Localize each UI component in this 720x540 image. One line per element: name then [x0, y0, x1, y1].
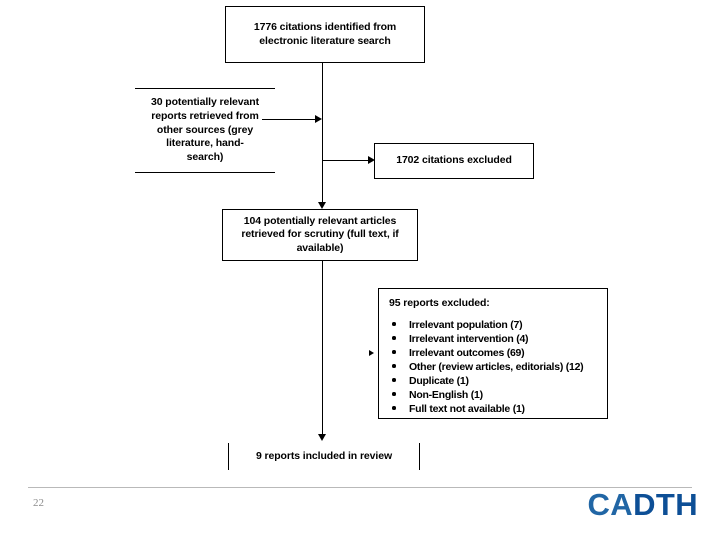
arrowhead-down-to-included [318, 434, 326, 441]
grey-literature-line-5: search) [186, 150, 224, 163]
bullet-icon [392, 322, 396, 326]
reason-label: Non-English (1) [409, 389, 483, 402]
bullet-icon [392, 406, 396, 410]
identification-line-2: electronic literature search [259, 34, 391, 47]
reason-label: Duplicate (1) [409, 375, 469, 388]
bullet-icon [392, 392, 396, 396]
bullet-icon [392, 364, 396, 368]
citations-excluded-text: 1702 citations excluded [396, 154, 512, 167]
list-item: Irrelevant intervention (4) [389, 332, 598, 346]
cadth-logo: CADTH [588, 487, 699, 523]
cadth-logo-part-b: DTH [633, 487, 698, 522]
grey-literature-line-2: reports retrieved from [151, 110, 259, 123]
reports-excluded-reason-list: Irrelevant population (7) Irrelevant int… [389, 318, 598, 416]
list-item: Other (review articles, editorials) (12) [389, 360, 598, 374]
flowchart-box-citations-excluded: 1702 citations excluded [374, 143, 534, 179]
identification-line-1: 1776 citations identified from [253, 20, 397, 33]
reason-label: Irrelevant outcomes (69) [409, 347, 525, 360]
list-item: Non-English (1) [389, 388, 598, 402]
flowchart-box-included: 9 reports included in review [228, 443, 420, 470]
list-item: Irrelevant population (7) [389, 318, 598, 332]
connector-grey-literature-to-spine [262, 119, 318, 121]
reason-label: Irrelevant intervention (4) [409, 333, 529, 346]
arrowhead-down-to-screening [318, 202, 326, 209]
list-item: Irrelevant outcomes (69) [389, 346, 598, 360]
grey-literature-line-4: literature, hand- [166, 137, 244, 150]
grey-literature-line-1: 30 potentially relevant [151, 96, 259, 109]
list-item: Duplicate (1) [389, 374, 598, 388]
list-item: Full text not available (1) [389, 402, 598, 416]
footer-divider [28, 487, 692, 488]
connector-spine-to-citations-excluded [323, 160, 371, 162]
screening-line-1: 104 potentially relevant articles [243, 214, 397, 227]
connector-identification-to-screening [322, 63, 324, 207]
page-number: 22 [33, 497, 44, 509]
bullet-icon [392, 378, 396, 382]
flowchart-box-reports-excluded: 95 reports excluded: Irrelevant populati… [378, 288, 608, 419]
grey-literature-line-3: other sources (grey [156, 123, 254, 136]
arrowhead-right-to-spine [315, 115, 322, 123]
cadth-logo-part-a: CA [587, 487, 634, 522]
included-text: 9 reports included in review [255, 449, 393, 462]
screening-line-3: available) [296, 241, 344, 254]
arrowhead-right-to-citations-excluded [368, 156, 375, 164]
reason-label: Full text not available (1) [409, 403, 525, 416]
arrowhead-right-to-reports-excluded [369, 350, 374, 356]
bullet-icon [392, 350, 396, 354]
connector-screening-to-included [322, 261, 324, 439]
reports-excluded-header: 95 reports excluded: [389, 297, 490, 309]
screening-line-2: retrieved for scrutiny (full text, if [241, 228, 399, 241]
reason-label: Other (review articles, editorials) (12) [409, 361, 584, 374]
reason-label: Irrelevant population (7) [409, 319, 523, 331]
bullet-icon [392, 336, 396, 340]
